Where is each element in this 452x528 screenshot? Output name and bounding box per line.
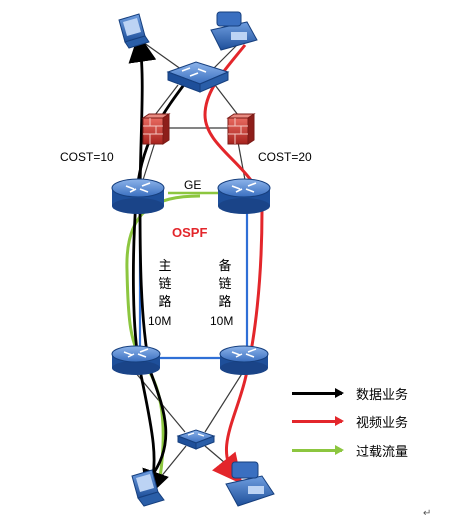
link-fw-left-router [142, 141, 156, 181]
router-bottom-left-icon [111, 345, 161, 375]
cost-right-label: COST=20 [258, 150, 312, 164]
legend-label-data: 数据业务 [356, 388, 409, 403]
backup-char-3: 路 [218, 295, 232, 310]
link-switch-fw-right [214, 84, 239, 116]
link-top-phone-switch [211, 41, 241, 71]
paragraph-mark: ↵ [423, 508, 432, 519]
cost-left-label: COST=10 [60, 150, 114, 164]
router-top-right-icon [217, 178, 271, 214]
pc-bottom-icon [131, 469, 165, 507]
legend-item-data: 数据业务 [292, 384, 408, 403]
router-top-left-icon [111, 178, 165, 214]
ospf-label: OSPF [172, 225, 208, 240]
legend-line-video [292, 416, 344, 426]
legend-item-video: 视频业务 [292, 412, 408, 431]
link-router-br-switch [204, 371, 244, 433]
legend-line-overload [292, 445, 344, 455]
primary-char-3: 路 [158, 295, 172, 310]
backup-char-2: 链 [218, 277, 232, 292]
router-bottom-right-icon [219, 345, 269, 375]
primary-link-label: 主 链 路 [157, 258, 173, 312]
video-traffic-path [203, 44, 264, 485]
ge-label: GE [184, 178, 202, 192]
link-fw-right-router [237, 141, 246, 181]
primary-char-1: 主 [158, 259, 172, 274]
backup-char-1: 备 [218, 259, 232, 274]
primary-bandwidth-label: 10M [148, 314, 172, 328]
link-switch-fw-left [154, 84, 179, 116]
backup-link-label: 备 链 路 [217, 258, 233, 312]
video-phone-bottom-icon [225, 461, 275, 507]
legend-label-overload: 过载流量 [356, 445, 409, 460]
legend-arrow-icon [335, 445, 344, 455]
video-phone-top-icon [210, 11, 258, 51]
firewall-left-icon [141, 113, 171, 145]
firewall-right-icon [226, 113, 256, 145]
switch-top-icon [166, 61, 230, 93]
pc-top-icon [118, 13, 150, 49]
legend-line-data [292, 388, 344, 398]
link-top-pc-switch [139, 39, 186, 73]
legend-item-overload: 过载流量 [292, 441, 408, 460]
backup-bandwidth-label: 10M [210, 314, 234, 328]
primary-char-2: 链 [158, 277, 172, 292]
legend-label-video: 视频业务 [356, 416, 409, 431]
switch-bottom-icon [176, 429, 216, 450]
data-traffic-path-b [128, 33, 168, 479]
legend-arrow-icon [335, 416, 344, 426]
legend-arrow-icon [335, 388, 344, 398]
